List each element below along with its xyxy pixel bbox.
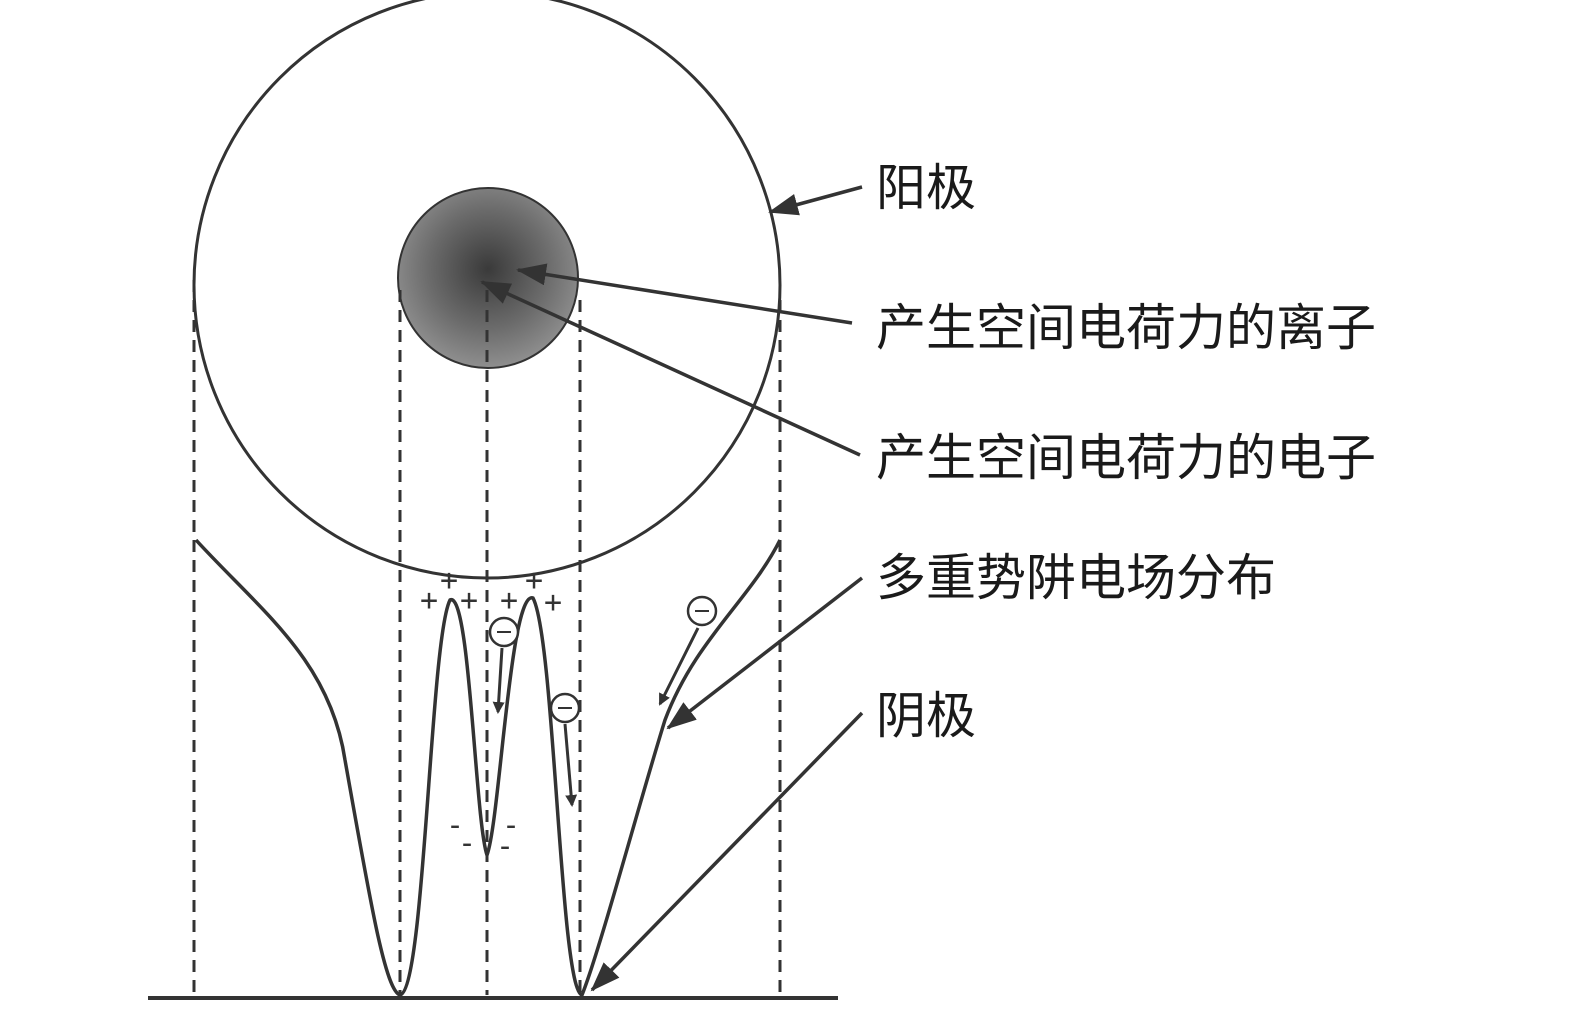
plus-sign: + (500, 583, 518, 618)
minus-sign: - (502, 808, 520, 843)
plus-sign: + (440, 563, 458, 598)
plus-sign: + (525, 563, 543, 598)
cathode-label: 阴极 (876, 687, 976, 745)
electrons-label: 产生空间电荷力的电子 (876, 429, 1376, 487)
minus-sign: - (446, 808, 464, 843)
potential-well-label: 多重势阱电场分布 (876, 549, 1276, 607)
ions-leader (516, 263, 853, 325)
electron-motion-arrow (563, 723, 578, 807)
plus-sign: + (420, 583, 438, 618)
electron-1 (488, 616, 520, 714)
cathode-leader (590, 711, 864, 992)
electron-motion-arrow (658, 627, 700, 706)
plus-sign: + (460, 583, 478, 618)
projection-lines (192, 280, 782, 995)
electron-motion-arrow (492, 647, 505, 714)
positive-charges: + + + + + + (420, 563, 562, 620)
minus-sign: - (458, 826, 476, 861)
anode-leader (768, 185, 863, 216)
potential-well-curve (194, 538, 782, 998)
electron-3 (658, 595, 718, 706)
leader-lines (480, 185, 864, 992)
electrons-leader (480, 280, 861, 457)
potential-well-leader (666, 576, 864, 730)
electron-2 (549, 692, 581, 807)
plus-sign: + (544, 585, 562, 620)
minus-sign: - (496, 829, 514, 864)
anode-label: 阳极 (876, 159, 976, 217)
negative-charges: - - - - (446, 808, 520, 864)
ions-label: 产生空间电荷力的离子 (876, 299, 1376, 357)
